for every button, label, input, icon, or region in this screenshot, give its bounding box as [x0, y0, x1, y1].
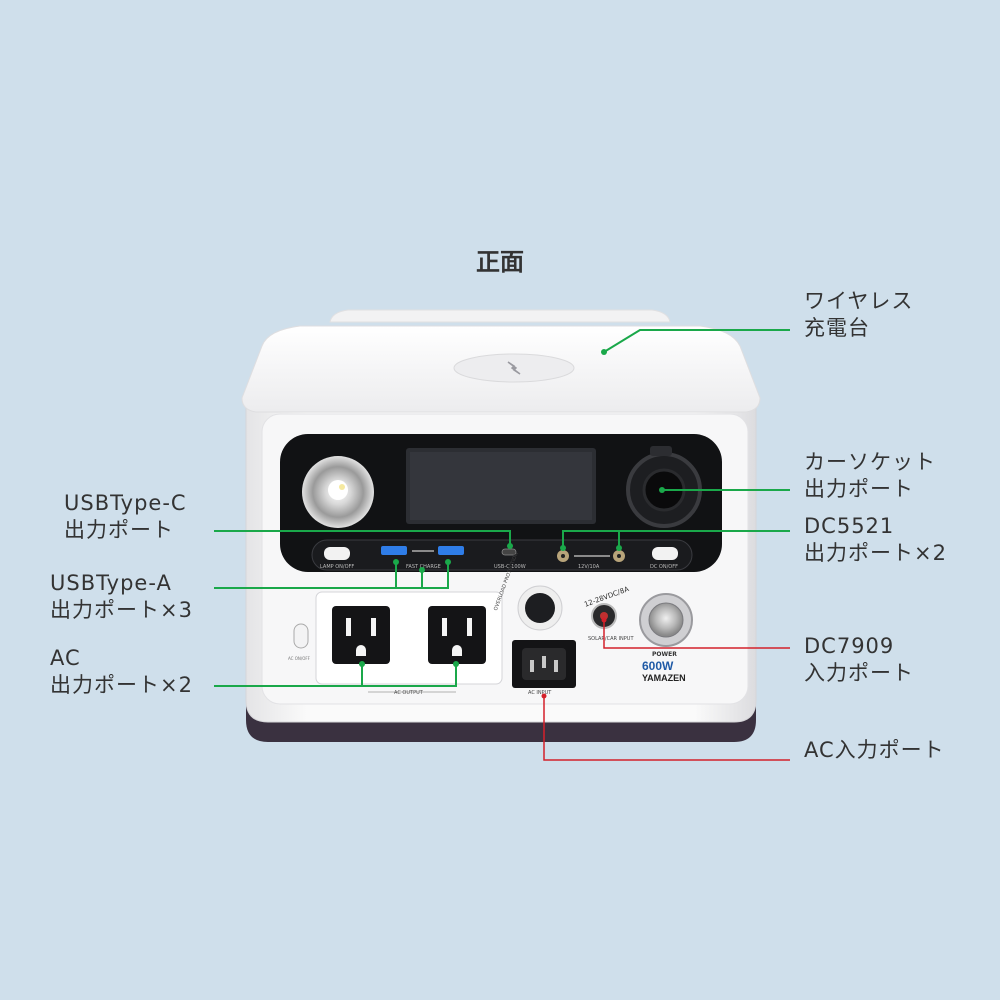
callout-usb-c-line1: USBType-C — [64, 491, 187, 515]
usbc-text: USB-C 100W — [494, 564, 526, 570]
callout-dc5521-line2: 出力ポート×2 — [804, 541, 947, 565]
callout-car-socket: カーソケット 出力ポート — [804, 449, 936, 503]
callout-dc7909: DC7909 入力ポート — [804, 633, 914, 687]
wireless-icon — [507, 361, 521, 375]
ac-output-text: AC OUTPUT — [394, 690, 424, 696]
lamp-button — [324, 547, 350, 560]
callout-car-socket-line1: カーソケット — [804, 450, 936, 474]
usb-a-port-2 — [438, 546, 464, 555]
usb-c-port — [501, 548, 517, 556]
callout-ac-in-line1: AC入力ポート — [804, 738, 945, 762]
callout-dc7909-line2: 入力ポート — [804, 661, 914, 685]
callout-ac-out-line1: AC — [50, 646, 81, 670]
ac-switch-text: AC ON/OFF — [288, 656, 311, 661]
callout-ac-out-line2: 出力ポート×2 — [50, 673, 193, 697]
wireless-line — [603, 329, 790, 353]
usbc-line — [214, 530, 511, 546]
power-text: POWER — [652, 651, 677, 658]
callout-usb-a-line1: USBType-A — [50, 571, 172, 595]
callout-ac-out: AC 出力ポート×2 — [50, 645, 193, 699]
dc-button — [652, 547, 678, 560]
ac-in-line — [543, 696, 790, 761]
dc5521-line — [562, 530, 790, 548]
callout-dc7909-line1: DC7909 — [804, 634, 895, 658]
callout-ac-in: AC入力ポート — [804, 737, 945, 764]
callout-usb-a: USBType-A 出力ポート×3 — [50, 570, 193, 624]
usb-a-line — [214, 562, 449, 589]
usb-a-port-1 — [381, 546, 407, 555]
callout-usb-c-line2: 出力ポート — [64, 518, 174, 542]
fast-charge-text: FAST CHARGE — [406, 564, 441, 570]
brand-text: YAMAZEN — [642, 673, 686, 683]
dc7909-line — [603, 620, 790, 649]
solar-text: SOLAR/CAR INPUT — [588, 636, 634, 642]
ac-switch — [293, 623, 309, 649]
dc-text: 12V/10A — [578, 564, 600, 570]
callout-wireless-line1: ワイヤレス — [804, 289, 914, 313]
callout-wireless-line2: 充電台 — [804, 316, 870, 340]
ac-out-line — [214, 664, 457, 687]
callout-dc5521-line1: DC5521 — [804, 514, 895, 538]
lamp-text: LAMP ON/OFF — [320, 564, 354, 570]
callout-wireless: ワイヤレス 充電台 — [804, 288, 913, 342]
page-title: 正面 — [476, 248, 524, 276]
dc-onoff-text: DC ON/OFF — [650, 564, 678, 570]
model-text: 600W — [642, 659, 674, 673]
ac-input-text: AC INPUT — [528, 690, 552, 696]
callout-car-socket-line2: 出力ポート — [804, 477, 914, 501]
callout-usb-a-line2: 出力ポート×3 — [50, 598, 193, 622]
callout-dc5521: DC5521 出力ポート×2 — [804, 513, 947, 567]
callout-usb-c: USBType-C 出力ポート — [64, 490, 187, 544]
